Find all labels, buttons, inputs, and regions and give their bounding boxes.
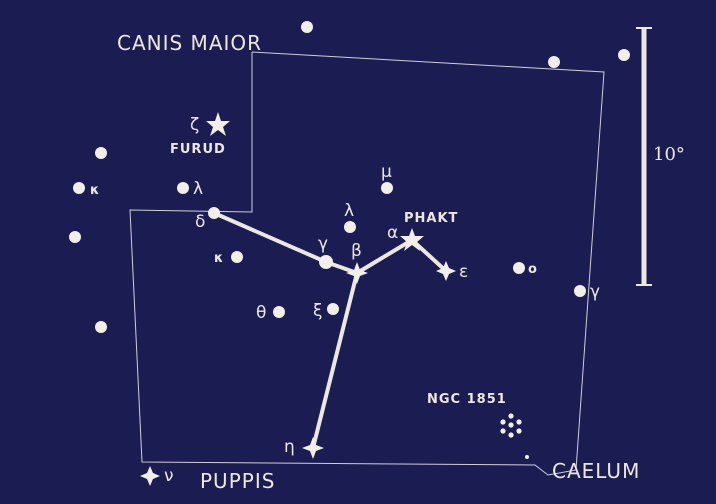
- star-top-right-1: [548, 56, 560, 68]
- epsilon-star-icon: [436, 261, 456, 281]
- star-left-2: [69, 231, 81, 243]
- ngc-1851-cluster-icon: [500, 413, 522, 438]
- scale-label: 10°: [653, 144, 685, 165]
- star-kappa: [231, 251, 243, 263]
- star-top-right-2: [618, 49, 630, 61]
- star-kappa-left: [73, 182, 85, 194]
- star-left-3: [95, 321, 107, 333]
- nu-star-icon: [140, 466, 160, 486]
- star-theta: [273, 306, 285, 318]
- label-zeta: ζ: [190, 115, 199, 135]
- label-alpha: α: [387, 223, 398, 243]
- label-mu: μ: [381, 162, 392, 182]
- star-name-phakt: PHAKT: [404, 211, 458, 226]
- star-lambda: [344, 221, 356, 233]
- star-delta: [208, 207, 220, 219]
- stick-beta-alpha: [355, 238, 414, 275]
- label-eta: η: [284, 437, 295, 457]
- star-name-furud: FURUD: [170, 142, 226, 157]
- furud-star-icon: [206, 112, 230, 136]
- star-xi: [327, 303, 339, 315]
- label-delta: δ: [195, 212, 205, 232]
- star-gamma: [319, 255, 333, 269]
- label-lambda: λ: [344, 201, 354, 221]
- stick-beta-eta: [311, 271, 359, 450]
- label-epsilon: ε: [459, 262, 468, 282]
- star-mu: [381, 182, 393, 194]
- star-omicron: [513, 262, 525, 274]
- cluster-label: NGC 1851: [427, 392, 507, 407]
- label-kappa-left: κ: [90, 183, 100, 198]
- label-theta: θ: [256, 303, 266, 323]
- eta-star-icon: [302, 437, 324, 459]
- label-kappa: κ: [214, 251, 224, 266]
- label-gamma: γ: [318, 234, 328, 254]
- label-xi: ξ: [313, 301, 322, 321]
- star-left-1: [95, 147, 107, 159]
- stick-delta-gamma: [212, 211, 328, 264]
- star-top: [301, 21, 313, 33]
- label-lambda-left: λ: [193, 179, 203, 199]
- constellation-canis-maior: CANIS MAIOR: [117, 31, 262, 55]
- beta-star-icon: [346, 262, 368, 284]
- label-omicron: o: [528, 262, 538, 277]
- star-lambda-left: [177, 182, 189, 194]
- phakt-star-icon: [400, 228, 424, 251]
- constellation-caelum: CAELUM: [552, 459, 640, 483]
- label-gamma-right: γ: [590, 282, 600, 302]
- star-gamma-right: [574, 285, 586, 297]
- star-bottom-right: [525, 455, 529, 459]
- label-beta: β: [351, 241, 362, 261]
- label-nu: ν: [164, 466, 174, 486]
- constellation-puppis: PUPPIS: [200, 469, 275, 493]
